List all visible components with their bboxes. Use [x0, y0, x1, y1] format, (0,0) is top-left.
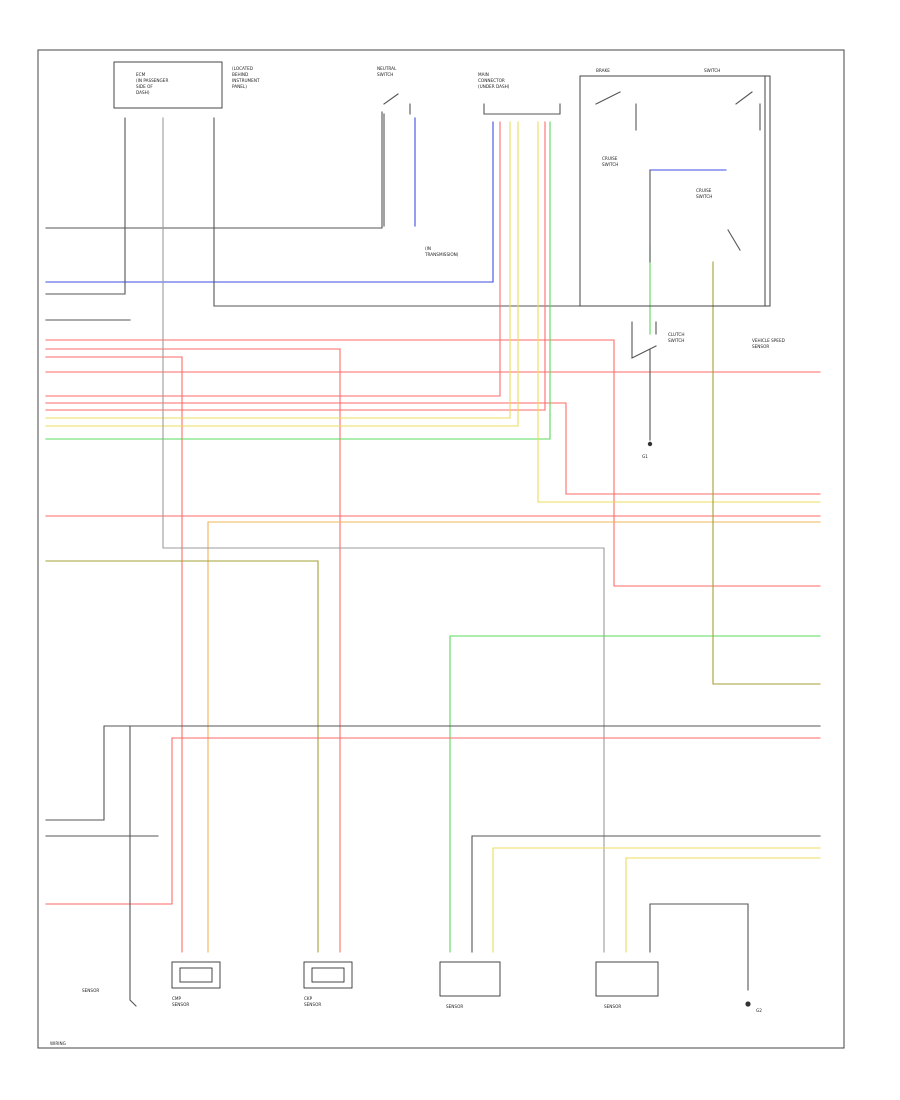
- module-note-3: INSTRUMENT: [232, 78, 260, 83]
- wire-red-7: [45, 121, 546, 411]
- relay-internal-link: [649, 169, 741, 263]
- module-note-1: (LOCATED: [232, 66, 253, 71]
- component-ground-g2: G2: [745, 1001, 762, 1013]
- wire-red-3: [45, 356, 183, 953]
- wire-layer: [45, 75, 821, 991]
- sensor-e-label: SENSOR: [82, 988, 99, 993]
- main-connector-label-1: MAIN: [478, 72, 489, 77]
- wire-black-8: [471, 835, 821, 953]
- wire-red-5: [45, 121, 501, 397]
- wire-black-5: [45, 725, 821, 821]
- wire-black-2: [45, 117, 126, 295]
- module-label: ECM: [136, 72, 146, 77]
- diagram-frame: [37, 49, 845, 1049]
- neutral-switch-label-2: SWITCH: [377, 72, 393, 77]
- cruise-switch-2-label-2: SWITCH: [696, 194, 712, 199]
- wire-red-6: [45, 402, 821, 495]
- main-connector-label-3: (UNDER DASH): [478, 84, 510, 89]
- neutral-switch-note-1: (IN: [425, 246, 431, 251]
- sensor-a-label-2: SENSOR: [172, 1002, 189, 1007]
- component-sensor-e: SENSOR: [82, 951, 137, 1007]
- wire-gray-1: [162, 117, 605, 953]
- neutral-switch-label-1: NEUTRAL: [377, 66, 397, 71]
- wire-olive-2: [712, 261, 821, 685]
- sensor-a-inner: [179, 967, 213, 983]
- cruise-switch-1-label-1: CRUISE: [602, 156, 618, 161]
- wire-black-1: [45, 111, 383, 229]
- main-connector-label-2: CONNECTOR: [478, 78, 505, 83]
- wire-red-2: [45, 348, 341, 953]
- ground-g1-dot: [647, 441, 653, 447]
- relay-group-box: [579, 75, 771, 307]
- component-clutch-switch: CLUTCH SWITCH VEHICLE SPEED SENSOR G1: [631, 321, 785, 459]
- relay-group-label-2: SWITCH: [704, 68, 720, 73]
- relay-contact-1: [595, 91, 637, 131]
- neutral-switch-contact: [383, 93, 411, 115]
- sensor-e-lead: [129, 951, 137, 1007]
- module-box: [113, 61, 223, 109]
- wire-yellow-1: [45, 121, 511, 419]
- wire-yellow-2: [45, 121, 519, 427]
- module-label-2: (IN PASSENGER: [136, 78, 168, 83]
- vss-label-1: VEHICLE SPEED: [752, 338, 785, 343]
- wire-black-4: [213, 75, 766, 307]
- component-main-connector: MAIN CONNECTOR (UNDER DASH): [478, 72, 561, 115]
- wire-yellow-5: [625, 857, 821, 953]
- wire-red-1: [45, 339, 821, 587]
- wire-olive-1: [45, 560, 319, 953]
- sensor-d-label: SENSOR: [604, 1004, 621, 1009]
- clutch-switch-label-1: CLUTCH: [668, 332, 685, 337]
- ground-g2-dot: [745, 1001, 751, 1007]
- sensor-b-inner: [311, 967, 345, 983]
- module-note-2: BEHIND: [232, 72, 248, 77]
- wire-red-9: [45, 737, 821, 905]
- component-sensor-a: CMP SENSOR: [171, 961, 221, 1007]
- sensor-d-box: [595, 961, 659, 997]
- relay-contact-2: [735, 91, 761, 131]
- sensor-b-label-1: CKP: [304, 996, 313, 1001]
- wire-yellow-3: [537, 121, 821, 503]
- component-sensor-c: SENSOR: [439, 961, 501, 1009]
- vss-label-2: SENSOR: [752, 344, 769, 349]
- clutch-switch-label-2: SWITCH: [668, 338, 684, 343]
- neutral-switch-note-2: TRANSMISSION): [424, 252, 459, 257]
- sensor-a-label-1: CMP: [172, 996, 182, 1001]
- wire-yellow-4: [492, 847, 821, 953]
- module-label-3: SIDE OF: [136, 84, 153, 89]
- wire-green-1: [45, 121, 551, 440]
- main-connector-bracket: [483, 103, 561, 115]
- component-sensor-d: SENSOR: [595, 961, 659, 1009]
- relay-group-label-1: BRAKE: [596, 68, 610, 73]
- footer-label: WIRING: [50, 1041, 66, 1046]
- ground-g2-label: G2: [756, 1008, 762, 1013]
- component-sensor-b: CKP SENSOR: [303, 961, 353, 1007]
- sensor-c-label: SENSOR: [446, 1004, 463, 1009]
- cruise-switch-1-label-2: SWITCH: [602, 162, 618, 167]
- wire-blue-1: [45, 121, 494, 283]
- module-label-4: DASH): [136, 90, 150, 95]
- component-neutral-switch: NEUTRAL SWITCH (IN TRANSMISSION): [377, 66, 459, 257]
- component-relay-group: BRAKE SWITCH CRUISE SWITCH CRUISE SWITCH: [579, 68, 771, 307]
- ground-g1-label: G1: [642, 454, 648, 459]
- sensor-c-box: [439, 961, 501, 997]
- component-top-left-module: ECM (IN PASSENGER SIDE OF DASH) (LOCATED…: [113, 61, 260, 109]
- module-note-4: PANEL): [232, 84, 247, 89]
- clutch-switch-contact: [631, 321, 657, 359]
- cruise-switch-2-label-1: CRUISE: [696, 188, 712, 193]
- wire-green-2: [449, 635, 821, 953]
- wire-black-9: [649, 903, 749, 991]
- sensor-b-label-2: SENSOR: [304, 1002, 321, 1007]
- wire-orange-1: [207, 521, 821, 953]
